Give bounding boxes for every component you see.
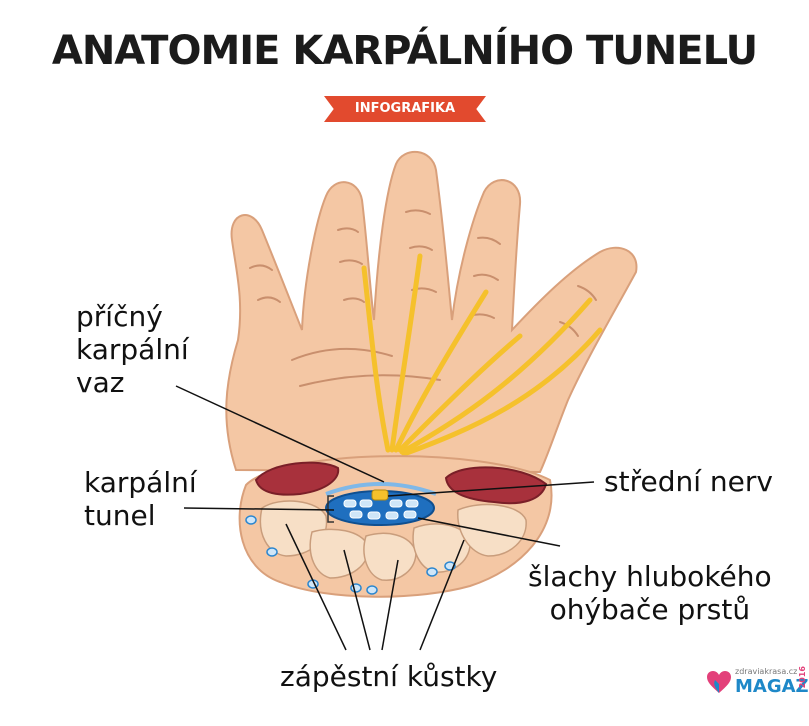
label-transverse-ligament: příčný karpální vaz: [76, 300, 189, 399]
hand-illustration: [226, 152, 636, 472]
label-carpal-bones: zápěstní kůstky: [280, 660, 497, 693]
magazin-logo[interactable]: zdraviakrasa.cz MAGAZIN 2016: [705, 664, 805, 714]
label-median-nerve: střední nerv: [604, 465, 773, 498]
label-carpal-tunnel: karpální tunel: [84, 466, 197, 532]
hand-silhouette: [226, 152, 636, 472]
logo-year: 2016: [798, 666, 807, 688]
label-flexor-tendons: šlachy hlubokého ohýbače prstů: [528, 560, 772, 626]
logo-site: zdraviakrasa.cz: [735, 667, 797, 676]
median-nerve-cross-section: [372, 490, 388, 500]
heart-icon: [705, 668, 733, 696]
